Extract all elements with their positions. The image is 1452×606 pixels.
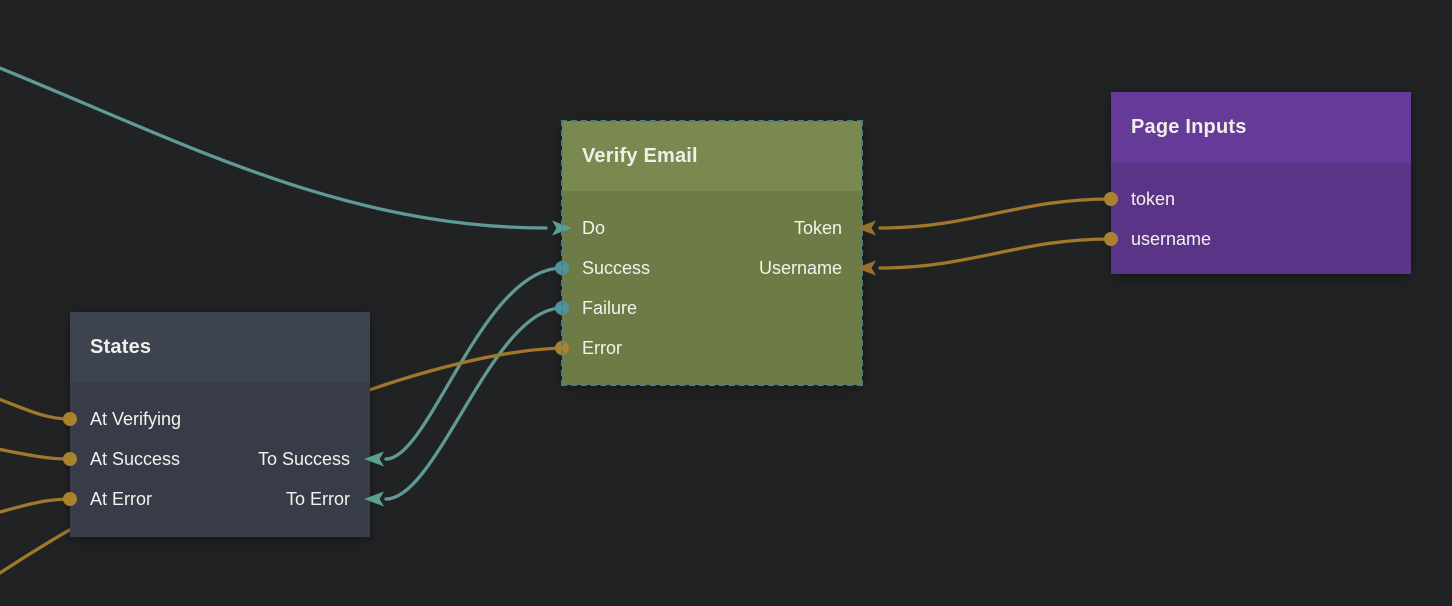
port-dot-icon[interactable] bbox=[555, 261, 569, 275]
port-username[interactable]: Username bbox=[758, 257, 842, 278]
wire-offscreen-to-at-verifying[interactable] bbox=[0, 385, 72, 421]
port-dot-icon[interactable] bbox=[555, 301, 569, 315]
port-at-error[interactable]: At Error bbox=[90, 488, 153, 509]
port-success[interactable]: Success bbox=[582, 257, 651, 278]
port-at-verifying[interactable]: At Verifying bbox=[90, 408, 182, 429]
node-title: States bbox=[90, 335, 152, 358]
port-do[interactable]: Do bbox=[582, 217, 606, 238]
node-verify-email-body: Do Token Success Username Failure Error bbox=[552, 191, 876, 385]
port-to-error[interactable]: To Error bbox=[285, 488, 350, 509]
port-row: token bbox=[1104, 179, 1411, 219]
node-states-body: At Verifying At Success To Success At Er… bbox=[63, 382, 384, 537]
node-page-inputs-body: token username bbox=[1104, 163, 1411, 274]
wire-offscreen-to-at-error[interactable] bbox=[0, 497, 72, 523]
port-row: Do Token bbox=[552, 208, 876, 248]
port-row: username bbox=[1104, 219, 1411, 259]
wire-username-to-username[interactable] bbox=[878, 237, 1113, 270]
port-at-success[interactable]: At Success bbox=[90, 448, 181, 469]
port-to-success[interactable]: To Success bbox=[257, 448, 350, 469]
wire-token-to-token[interactable] bbox=[878, 197, 1113, 230]
node-title: Verify Email bbox=[582, 144, 698, 167]
wire-offscreen-to-at-success[interactable] bbox=[0, 442, 72, 461]
port-token[interactable]: Token bbox=[793, 217, 842, 238]
port-row: Failure bbox=[555, 288, 862, 328]
node-page-inputs-header[interactable]: Page Inputs bbox=[1111, 92, 1411, 163]
node-verify-email-header[interactable]: Verify Email bbox=[562, 121, 862, 191]
node-verify-email[interactable]: Verify Email Do Token Success Username F… bbox=[552, 120, 876, 386]
port-dot-icon[interactable] bbox=[63, 452, 77, 466]
port-dot-icon[interactable] bbox=[63, 492, 77, 506]
port-username-output[interactable]: username bbox=[1131, 228, 1212, 249]
port-row: At Verifying bbox=[63, 399, 370, 439]
port-dot-icon[interactable] bbox=[1104, 192, 1118, 206]
node-page-inputs[interactable]: Page Inputs token username bbox=[1104, 92, 1411, 274]
port-dot-icon[interactable] bbox=[555, 341, 569, 355]
port-dot-icon[interactable] bbox=[63, 412, 77, 426]
node-states[interactable]: States At Verifying At Success To Succes… bbox=[63, 312, 384, 537]
wire-failure-to-to-error[interactable] bbox=[384, 306, 564, 501]
wire-offscreen-to-do[interactable] bbox=[0, 52, 548, 230]
port-error[interactable]: Error bbox=[582, 337, 622, 358]
port-row: At Error To Error bbox=[63, 479, 384, 519]
port-dot-icon[interactable] bbox=[1104, 232, 1118, 246]
wire-success-to-to-success[interactable] bbox=[384, 266, 564, 461]
port-row: Error bbox=[555, 328, 862, 368]
port-row: Success Username bbox=[555, 248, 876, 288]
port-token-output[interactable]: token bbox=[1131, 188, 1176, 209]
port-failure[interactable]: Failure bbox=[582, 297, 638, 318]
node-title: Page Inputs bbox=[1131, 116, 1247, 138]
node-states-header[interactable]: States bbox=[70, 312, 370, 382]
port-row: At Success To Success bbox=[63, 439, 384, 479]
